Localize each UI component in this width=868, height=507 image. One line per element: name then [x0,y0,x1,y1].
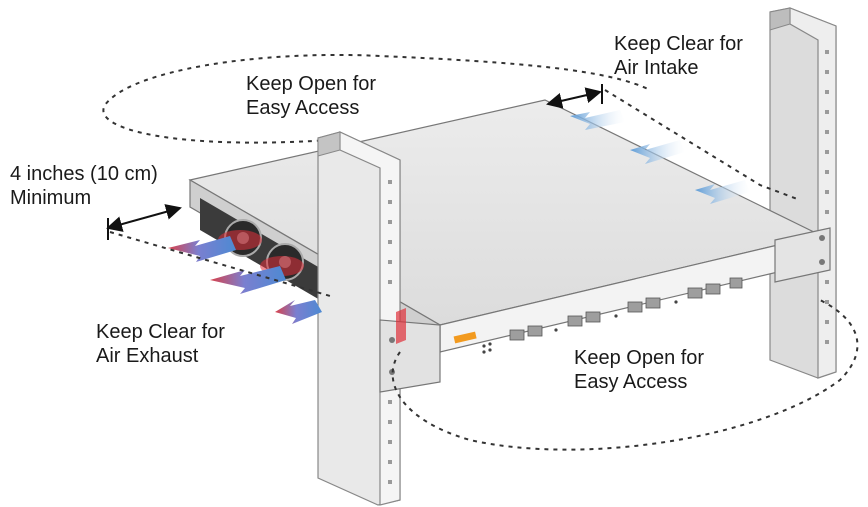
label-line: Easy Access [574,371,688,393]
dimension-arrow-icon [106,84,603,240]
label-keep-clear-exhaust: Keep Clear for Air Exhaust [96,320,225,368]
switch-chassis [188,99,822,354]
intake-arrow-icon [570,110,750,204]
label-line: Keep Open for [246,73,377,95]
label-line: Keep Open for [574,347,705,369]
label-clearance-minimum: 4 inches (10 cm) Minimum [10,162,158,210]
exhaust-arrow-icon [168,236,322,324]
label-line: Keep Clear for [96,321,225,343]
label-line: Air Intake [614,57,699,79]
label-line: Keep Clear for [614,33,743,55]
top-access-zone [102,53,651,144]
label-line: Minimum [10,187,92,209]
bottom-access-zone [391,299,859,451]
rear-mounting-bracket [774,227,831,283]
status-leds [482,300,678,354]
label-keep-open-bottom: Keep Open for Easy Access [574,346,704,394]
exhaust-zone [109,231,331,297]
front-rack-post [317,131,441,506]
rear-rack-post [769,7,837,379]
brand-logo [453,331,477,344]
label-line: Easy Access [246,97,360,119]
label-line: 4 inches (10 cm) [10,163,158,185]
label-keep-clear-intake: Keep Clear for Air Intake [614,32,743,80]
label-keep-open-top: Keep Open for Easy Access [246,72,376,120]
label-line: Air Exhaust [96,345,199,367]
front-panel-ports [509,277,743,341]
